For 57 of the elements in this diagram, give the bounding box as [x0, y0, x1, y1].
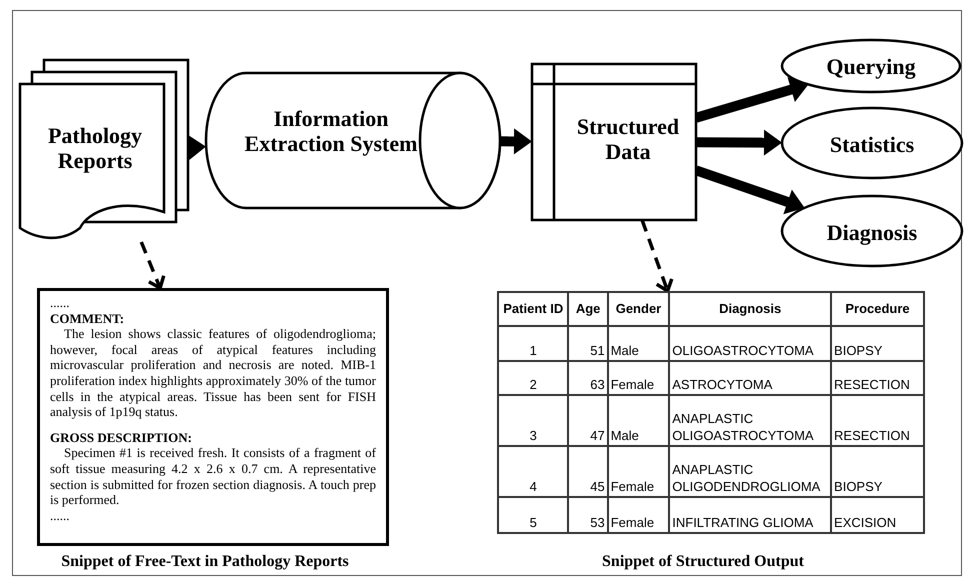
table-cell: Female — [608, 497, 670, 533]
node-label: Structured Data — [576, 114, 680, 164]
node-label: Pathology Reports — [46, 123, 144, 173]
table-cell: 47 — [568, 395, 608, 446]
table-cell: 5 — [498, 497, 568, 533]
ellipsis-text: ...... — [50, 508, 70, 524]
node-label: Diagnosis — [826, 220, 918, 244]
data-table — [497, 291, 925, 532]
column-header: Gender — [608, 292, 670, 326]
column-header: Procedure — [831, 292, 924, 326]
node-label: Information Extraction System — [244, 106, 418, 156]
table-cell: Male — [608, 326, 670, 361]
cylinder — [206, 73, 500, 208]
table-cell: 53 — [568, 497, 608, 533]
node-label: Querying — [825, 54, 917, 78]
ellipsis-text: ...... — [50, 295, 70, 311]
table-cell: EXCISION — [831, 497, 924, 533]
oval — [782, 108, 962, 178]
table-cell: BIOPSY — [831, 326, 924, 361]
table-cell: OLIGOASTROCYTOMA — [669, 326, 832, 361]
table-cell: 51 — [568, 326, 608, 361]
node-label: Snippet of Structured Output — [602, 553, 804, 571]
table-cell: RESECTION — [831, 395, 924, 446]
paragraph: The lesion shows classic features of oligodendroglioma; however, focal areas of atypical features including microvascular proliferation and necrosis are noted. MIB-1 proliferation index highlights approximately 30% of the tumor cells in the atypical areas. Tissue has been sent for FISH analysis of 1p19q status. — [50, 326, 376, 420]
text-box — [37, 288, 389, 546]
table-cell: RESECTION — [831, 361, 924, 395]
oval — [782, 40, 960, 92]
block-arrow — [500, 128, 532, 154]
table-cell: BIOPSY — [831, 446, 924, 497]
table-cell: ASTROCYTOMA — [669, 361, 832, 395]
table-cell: 4 — [498, 446, 568, 497]
node-label: Snippet of Free-Text in Pathology Reports — [61, 553, 349, 571]
block-arrow — [696, 130, 782, 156]
table-cell: 2 — [498, 361, 568, 395]
paragraph: Specimen #1 is received fresh. It consists of a fragment of soft tissue measuring 4.2 x 2.6 x 0.7 cm. A representative section is submitted for frozen section diagnosis. A touch prep is performed. — [50, 445, 376, 508]
dashed-arrow — [140, 241, 166, 290]
oval — [782, 196, 962, 266]
document-stack — [20, 60, 188, 242]
table-cell: Male — [608, 395, 670, 446]
table-cell: 1 — [498, 326, 568, 361]
column-header: Diagnosis — [669, 292, 832, 326]
table-cell: ANAPLASTIC OLIGOASTROCYTOMA — [669, 395, 832, 446]
block-arrow — [187, 134, 206, 160]
table-cell: ANAPLASTIC OLIGODENDROGLIOMA — [669, 446, 832, 497]
column-header: Patient ID — [498, 292, 568, 326]
column-header: Age — [568, 292, 608, 326]
section-heading: GROSS DESCRIPTION: — [50, 430, 193, 446]
table-cell: 3 — [498, 395, 568, 446]
node-label: Statistics — [828, 132, 916, 156]
section-heading: COMMENT: — [50, 310, 126, 326]
table-cell: Female — [608, 446, 670, 497]
table-cell: 63 — [568, 361, 608, 395]
table-cell: 45 — [568, 446, 608, 497]
table-cell: Female — [608, 361, 670, 395]
table-cell: INFILTRATING GLIOMA — [669, 497, 832, 533]
data-store-box — [532, 64, 696, 220]
dashed-arrow — [640, 219, 674, 293]
